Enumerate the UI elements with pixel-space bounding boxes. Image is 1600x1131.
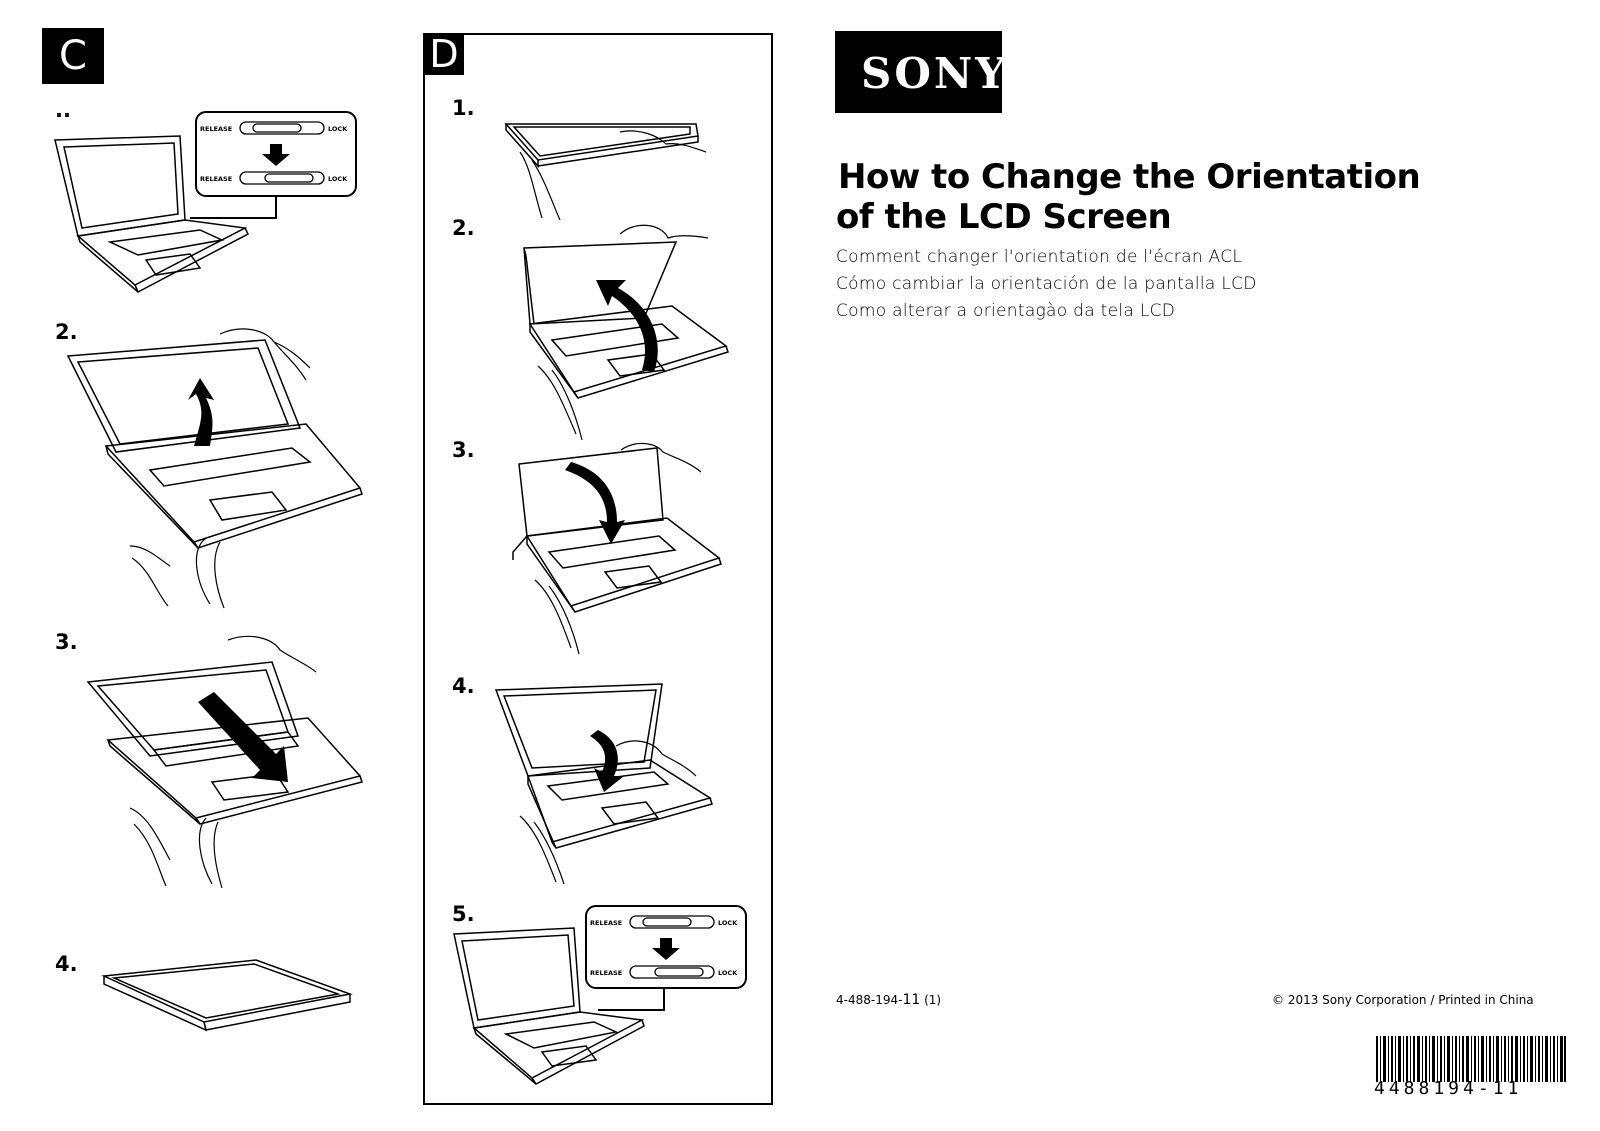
section-d-step-4-number: 4. xyxy=(452,674,475,698)
section-d-step-3-number: 3. xyxy=(452,438,475,462)
section-c-step-4-number: 4. xyxy=(55,952,78,976)
switch-lock-label: LOCK xyxy=(718,969,738,977)
translated-titles: Comment changer l'orientation de l'écran… xyxy=(836,244,1257,325)
subtitle-spanish: Cómo cambiar la orientación de la pantal… xyxy=(836,274,1257,294)
lower-screen-illustration xyxy=(490,676,720,886)
fold-screen-down-illustration xyxy=(505,440,735,665)
switch-release-label: RELEASE xyxy=(200,175,232,183)
switch-lock-label: LOCK xyxy=(718,919,738,927)
section-c-step-1-number: .. xyxy=(55,98,71,122)
section-c-step-3-number: 3. xyxy=(55,630,78,654)
page-title: How to Change the Orientation of the LCD… xyxy=(836,157,1478,237)
tablet-lift-illustration xyxy=(500,112,720,224)
title-line-2: of the LCD Screen xyxy=(836,197,1172,237)
section-d-badge: D xyxy=(424,33,464,75)
section-d-step-1-number: 1. xyxy=(452,96,475,120)
switch-release-label: RELEASE xyxy=(590,919,622,927)
lift-screen-illustration xyxy=(60,320,360,610)
diagonal-down-arrow-icon xyxy=(198,692,288,782)
down-arrow-icon xyxy=(262,144,290,166)
subtitle-portuguese: Como alterar a orientagào da tela LCD xyxy=(836,301,1176,321)
curved-down-arrow-icon xyxy=(590,730,624,792)
copyright-notice: © 2013 Sony Corporation / Printed in Chi… xyxy=(1272,993,1534,1007)
switch-release-label: RELEASE xyxy=(200,125,232,133)
slide-screen-illustration xyxy=(62,632,362,892)
laptop-open-with-lock-switch-illustration: RELEASE LOCK RELEASE LOCK xyxy=(50,110,370,300)
section-c-badge: C xyxy=(42,28,104,84)
tablet-mode-illustration xyxy=(98,956,353,1046)
section-d-frame xyxy=(423,33,773,1105)
part-number: 4-488-194-11 (1) xyxy=(836,992,942,1008)
laptop-lock-switch-illustration: RELEASE LOCK RELEASE LOCK xyxy=(448,912,768,1092)
section-d-step-2-number: 2. xyxy=(452,216,475,240)
title-line-1: How to Change the Orientation xyxy=(838,157,1421,197)
barcode-number: 4488194-11 xyxy=(1374,1078,1523,1099)
switch-lock-label: LOCK xyxy=(328,175,348,183)
sony-logo: SONY xyxy=(835,31,1002,113)
switch-lock-label: LOCK xyxy=(328,125,348,133)
barcode xyxy=(1376,1036,1566,1082)
down-arrow-icon xyxy=(652,938,680,960)
switch-release-label: RELEASE xyxy=(590,969,622,977)
curved-arrow-icon xyxy=(596,280,658,372)
curved-up-arrow-icon xyxy=(188,378,214,446)
tilt-screen-up-illustration xyxy=(512,220,732,445)
section-d-step-5-number: 5. xyxy=(452,902,475,926)
subtitle-french: Comment changer l'orientation de l'écran… xyxy=(836,247,1243,267)
curved-down-arrow-icon xyxy=(565,462,625,544)
section-c-step-2-number: 2. xyxy=(55,320,78,344)
